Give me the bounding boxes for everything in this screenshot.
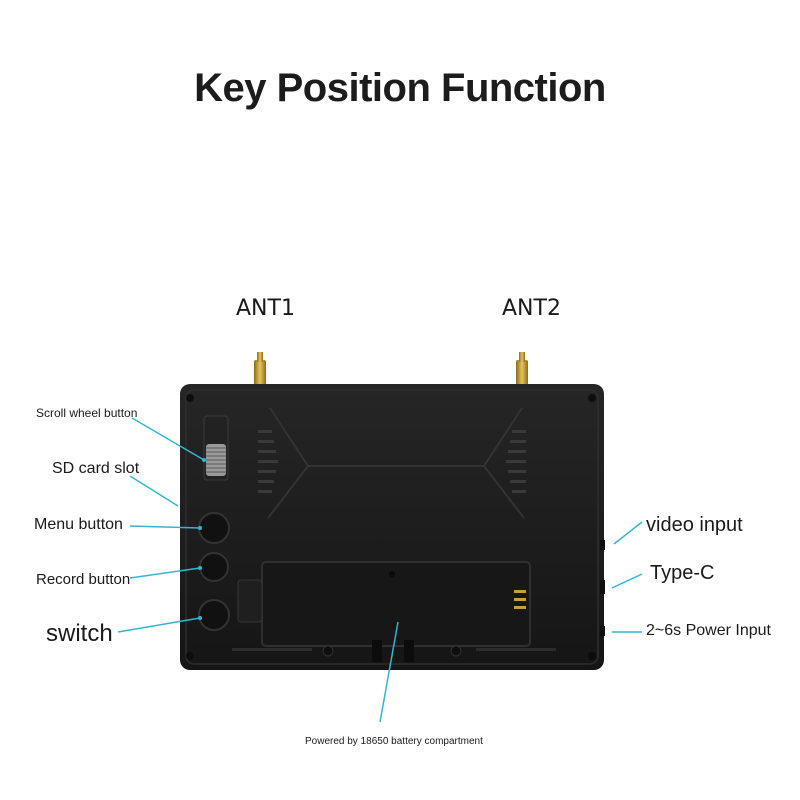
power-switch	[198, 599, 230, 631]
scroll-wheel-label: Scroll wheel button	[36, 406, 138, 420]
power-input-label: 2~6s Power Input	[646, 622, 771, 639]
housing-ridges	[267, 407, 525, 519]
ant1-label: ANT1	[236, 296, 295, 321]
vent-right	[506, 430, 526, 493]
scroll-wheel-button	[203, 415, 229, 481]
battery-compartment	[237, 561, 531, 647]
vent-left	[258, 430, 278, 493]
sd-card-label: SD card slot	[52, 460, 140, 477]
page-title: Key Position Function	[194, 66, 606, 110]
video-input-label: video input	[646, 514, 743, 536]
record-button	[199, 552, 229, 582]
record-button-label: Record button	[36, 571, 131, 588]
switch-label: switch	[46, 620, 113, 647]
type-c-label: Type-C	[650, 562, 715, 584]
menu-button	[198, 512, 230, 544]
right-side-ports	[600, 540, 605, 636]
bottom-edge	[232, 640, 556, 662]
menu-button-label: Menu button	[34, 516, 123, 533]
antenna-1	[254, 352, 266, 388]
battery-caption: Powered by 18650 battery compartment	[305, 736, 483, 747]
ant2-label: ANT2	[502, 296, 561, 321]
leader-lines	[117, 417, 643, 723]
antenna-2	[516, 352, 528, 388]
